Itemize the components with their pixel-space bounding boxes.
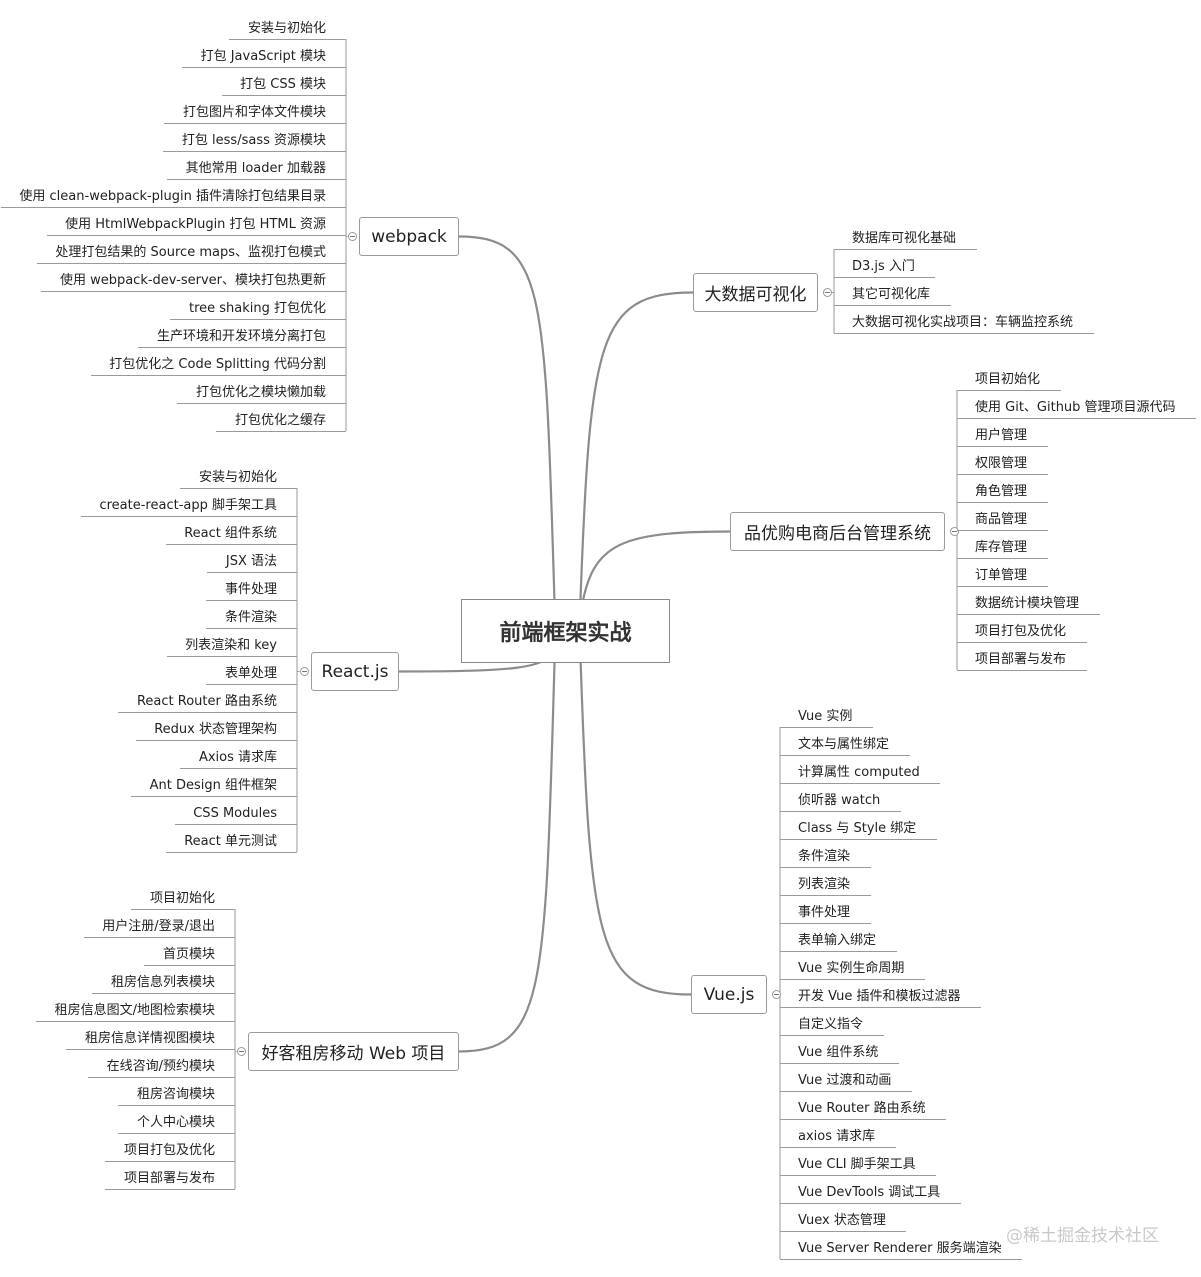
subtopic-item[interactable]: Class 与 Style 绑定 (780, 818, 937, 840)
subtopic-item[interactable]: Vue 过渡和动画 (780, 1070, 912, 1092)
subtopic-item[interactable]: 使用 clean-webpack-plugin 插件清除打包结果目录 (1, 186, 346, 208)
subtopic-item[interactable]: 首页模块 (144, 944, 235, 966)
subtopic-item[interactable]: 打包优化之模块懒加载 (177, 382, 346, 404)
subtopic-item[interactable]: 使用 Git、Github 管理项目源代码 (957, 397, 1196, 419)
subtopic-item[interactable]: 权限管理 (957, 453, 1048, 475)
subtopic-item[interactable]: Axios 请求库 (180, 747, 297, 769)
subtopic-item[interactable]: Vue 组件系统 (780, 1042, 899, 1064)
subtopic-item[interactable]: Vue 实例 (780, 706, 873, 728)
subtopic-item[interactable]: 计算属性 computed (780, 762, 940, 784)
collapse-toggle-icon[interactable] (236, 1047, 246, 1056)
connector-line (458, 645, 557, 1053)
subtopic-item[interactable]: create-react-app 脚手架工具 (81, 495, 297, 517)
subtopic-item[interactable]: 列表渲染和 key (167, 635, 297, 657)
subtopic-item[interactable]: 项目部署与发布 (957, 649, 1087, 671)
subtopic-item[interactable]: 数据库可视化基础 (834, 228, 977, 250)
connector-line (578, 291, 694, 613)
subtopic-item[interactable]: 个人中心模块 (118, 1112, 235, 1134)
subtopic-item[interactable]: JSX 语法 (207, 551, 297, 573)
collapse-toggle-icon[interactable] (771, 990, 781, 999)
subtopic-item[interactable]: 其他常用 loader 加载器 (167, 158, 346, 180)
subtopic-item[interactable]: 侦听器 watch (780, 790, 901, 812)
branch-topic-4[interactable]: 品优购电商后台管理系统 (730, 512, 945, 551)
central-topic[interactable]: 前端框架实战 (461, 599, 670, 663)
subtopic-item[interactable]: 打包 JavaScript 模块 (182, 46, 346, 68)
subtopic-item[interactable]: 列表渲染 (780, 874, 871, 896)
subtopic-item[interactable]: 角色管理 (957, 481, 1048, 503)
subtopic-item[interactable]: 表单处理 (206, 663, 297, 685)
subtopic-item[interactable]: Vue DevTools 调试工具 (780, 1182, 961, 1204)
subtopic-item[interactable]: 项目打包及优化 (957, 621, 1087, 643)
subtopic-item[interactable]: axios 请求库 (780, 1126, 896, 1148)
subtopic-item[interactable]: 使用 HtmlWebpackPlugin 打包 HTML 资源 (47, 214, 346, 236)
subtopic-item[interactable]: 在线咨询/预约模块 (88, 1056, 235, 1078)
subtopic-item[interactable]: Vue Router 路由系统 (780, 1098, 946, 1120)
branch-topic-3[interactable]: 大数据可视化 (693, 273, 818, 312)
subtopic-item[interactable]: CSS Modules (175, 803, 297, 825)
subtopic-item[interactable]: 租房咨询模块 (118, 1084, 235, 1106)
subtopic-item[interactable]: Redux 状态管理架构 (136, 719, 297, 741)
subtopic-item[interactable]: Vuex 状态管理 (780, 1210, 906, 1232)
subtopic-item[interactable]: 项目打包及优化 (105, 1140, 235, 1162)
subtopic-item[interactable]: 项目初始化 (957, 369, 1061, 391)
subtopic-item[interactable]: 打包 CSS 模块 (222, 74, 346, 96)
subtopic-item[interactable]: 打包优化之缓存 (216, 410, 346, 432)
collapse-toggle-icon[interactable] (949, 527, 959, 536)
subtopic-item[interactable]: D3.js 入门 (834, 256, 935, 278)
subtopic-item[interactable]: React 组件系统 (166, 523, 297, 545)
branch-topic-0[interactable]: webpack (359, 217, 459, 256)
subtopic-item[interactable]: 事件处理 (780, 902, 871, 924)
subtopic-item[interactable]: 其它可视化库 (834, 284, 951, 306)
collapse-toggle-icon[interactable] (347, 232, 357, 241)
branch-topic-1[interactable]: React.js (311, 652, 399, 691)
subtopic-item[interactable]: 生产环境和开发环境分离打包 (138, 326, 346, 348)
subtopic-item[interactable]: 数据统计模块管理 (957, 593, 1100, 615)
subtopic-item[interactable]: 开发 Vue 插件和模板过滤器 (780, 986, 981, 1008)
subtopic-item[interactable]: 大数据可视化实战项目：车辆监控系统 (834, 312, 1094, 334)
branch-topic-5[interactable]: Vue.js (691, 975, 767, 1014)
subtopic-item[interactable]: 用户管理 (957, 425, 1048, 447)
subtopic-item[interactable]: 租房信息列表模块 (92, 972, 235, 994)
branch-topic-2[interactable]: 好客租房移动 Web 项目 (248, 1032, 459, 1071)
subtopic-item[interactable]: 处理打包结果的 Source maps、监视打包模式 (37, 242, 346, 264)
subtopic-item[interactable]: Vue CLI 脚手架工具 (780, 1154, 936, 1176)
subtopic-item[interactable]: React 单元测试 (166, 831, 297, 853)
subtopic-item[interactable]: 商品管理 (957, 509, 1048, 531)
subtopic-item[interactable]: Vue 实例生命周期 (780, 958, 925, 980)
subtopic-item[interactable]: 项目部署与发布 (105, 1168, 235, 1190)
subtopic-item[interactable]: 条件渲染 (780, 846, 871, 868)
connector-line (578, 643, 692, 996)
subtopic-item[interactable]: 事件处理 (206, 579, 297, 601)
subtopic-item[interactable]: 租房信息图文/地图检索模块 (36, 1000, 235, 1022)
subtopic-item[interactable]: 安装与初始化 (229, 18, 346, 40)
subtopic-item[interactable]: 打包优化之 Code Splitting 代码分割 (91, 354, 346, 376)
connector-line (578, 530, 731, 619)
subtopic-item[interactable]: 条件渲染 (206, 607, 297, 629)
subtopic-item[interactable]: Vue Server Renderer 服务端渲染 (780, 1238, 1022, 1260)
subtopic-item[interactable]: 打包 less/sass 资源模块 (163, 130, 346, 152)
subtopic-item[interactable]: 使用 webpack-dev-server、模块打包热更新 (41, 270, 346, 292)
subtopic-item[interactable]: 用户注册/登录/退出 (84, 916, 235, 938)
collapse-toggle-icon[interactable] (822, 288, 832, 297)
subtopic-item[interactable]: 打包图片和字体文件模块 (164, 102, 346, 124)
subtopic-item[interactable]: 库存管理 (957, 537, 1048, 559)
subtopic-item[interactable]: 表单输入绑定 (780, 930, 897, 952)
connector-line (458, 235, 557, 619)
subtopic-item[interactable]: 租房信息详情视图模块 (66, 1028, 235, 1050)
subtopic-item[interactable]: 自定义指令 (780, 1014, 884, 1036)
subtopic-item[interactable]: 安装与初始化 (180, 467, 297, 489)
subtopic-item[interactable]: tree shaking 打包优化 (170, 298, 346, 320)
subtopic-item[interactable]: 文本与属性绑定 (780, 734, 910, 756)
subtopic-item[interactable]: 订单管理 (957, 565, 1048, 587)
subtopic-item[interactable]: 项目初始化 (131, 888, 235, 910)
subtopic-item[interactable]: Ant Design 组件框架 (131, 775, 297, 797)
subtopic-item[interactable]: React Router 路由系统 (118, 691, 297, 713)
watermark: @稀土掘金技术社区 (1006, 1226, 1159, 1246)
collapse-toggle-icon[interactable] (299, 667, 309, 676)
